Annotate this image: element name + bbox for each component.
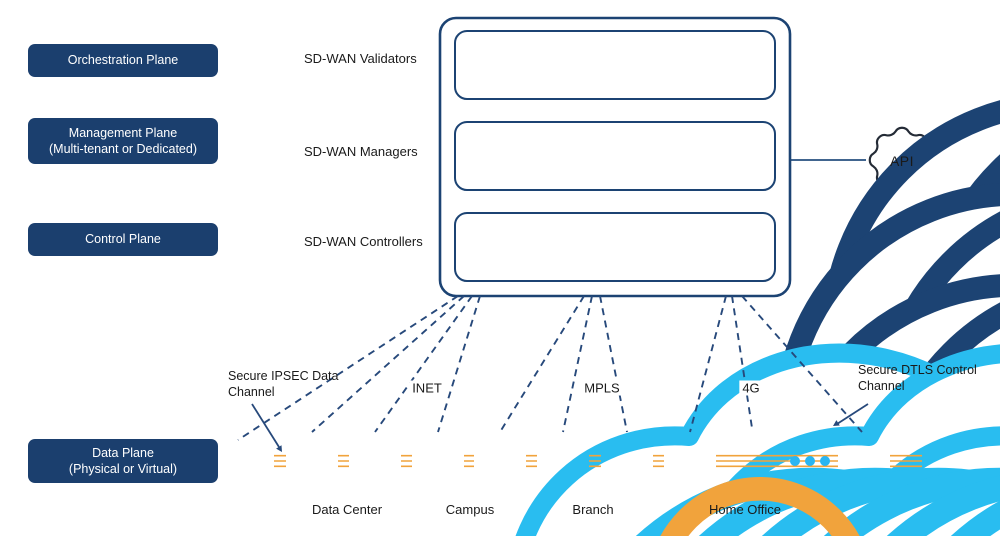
data-plane-pill: Data Plane (Physical or Virtual) — [28, 439, 218, 483]
pill-sublabel: (Multi-tenant or Dedicated) — [49, 142, 197, 156]
pill-label: Management Plane — [68, 125, 178, 140]
managers-row-box — [454, 121, 776, 191]
orchestration-plane-pill: Orchestration Plane — [28, 44, 218, 77]
api-label: API — [889, 153, 915, 169]
ipsec-data-links — [274, 454, 922, 468]
pill-label: Orchestration Plane — [67, 53, 179, 68]
dtls-annotation-arrow — [833, 403, 869, 426]
pill-label: Data Plane — [92, 445, 154, 460]
controllers-row-label: SD-WAN Controllers — [304, 234, 423, 249]
ipsec-annotation-arrow — [251, 403, 282, 452]
site-label-home-office: Home Office — [708, 502, 782, 517]
ellipsis-dots — [790, 456, 830, 466]
site-label-branch: Branch — [572, 502, 614, 517]
validators-row-box — [454, 30, 776, 100]
mpls-cloud-label: MPLS — [581, 380, 623, 396]
ipsec-annotation-text: Secure IPSEC Data Channel — [228, 369, 339, 399]
management-plane-pill: Management Plane (Multi-tenant or Dedica… — [28, 118, 218, 164]
dtls-annotation-text: Secure DTLS Control Channel — [858, 363, 977, 393]
validators-row-label: SD-WAN Validators — [304, 51, 417, 66]
site-label-campus: Campus — [445, 502, 495, 517]
control-plane-pill: Control Plane — [28, 223, 218, 256]
controllers-row-box — [454, 212, 776, 282]
site-label-data-center: Data Center — [311, 502, 383, 517]
inet-cloud-label: INET — [409, 380, 445, 396]
pill-label: Control Plane — [85, 232, 161, 247]
dtls-control-channel-lines — [237, 295, 863, 441]
4g-cloud-label: 4G — [739, 380, 763, 396]
managers-row-label: SD-WAN Managers — [304, 144, 418, 159]
pill-sublabel: (Physical or Virtual) — [68, 462, 178, 476]
